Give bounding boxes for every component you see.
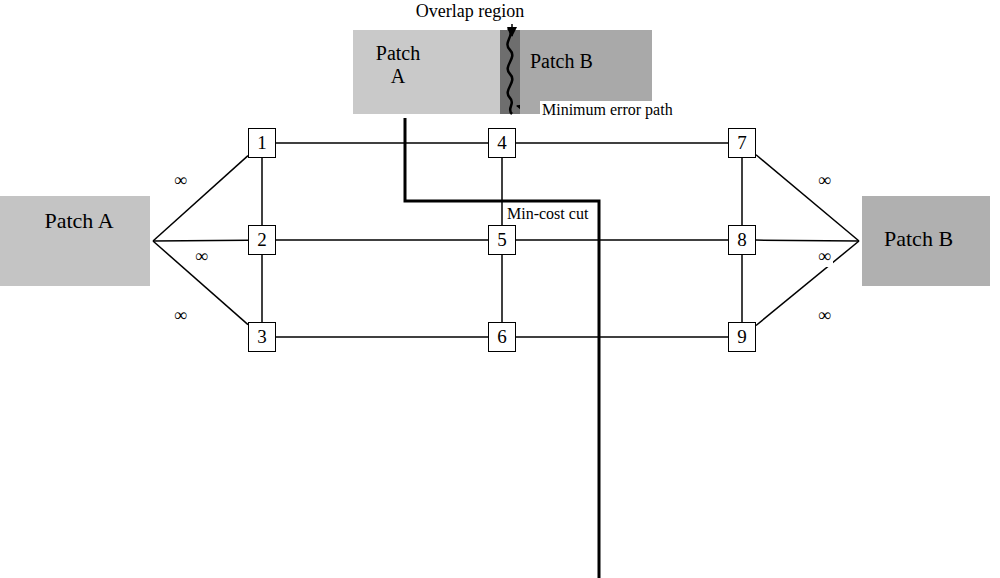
graph-edge <box>276 336 488 338</box>
patch-region: Patch A <box>353 30 500 114</box>
patch-node: Patch A <box>0 196 150 286</box>
edge-weight: ∞ <box>816 246 833 267</box>
graph-edge <box>153 241 248 325</box>
minimum-error-path <box>507 28 512 114</box>
graph-edge <box>153 156 248 241</box>
graph-edge <box>516 142 728 144</box>
graph-node: 9 <box>728 322 756 352</box>
graph-edge <box>153 239 248 241</box>
node-number: 6 <box>497 326 507 348</box>
graph-node: 7 <box>728 128 756 158</box>
node-number: 4 <box>497 132 507 154</box>
graph-edge <box>276 239 488 241</box>
edge-weight: ∞ <box>172 170 189 191</box>
node-number: 5 <box>497 229 507 251</box>
edge-weight: ∞ <box>816 305 833 326</box>
patch-node: Patch B <box>862 196 990 286</box>
graph-edge <box>756 155 859 241</box>
graph-node: 3 <box>248 322 276 352</box>
leader-arrow <box>511 24 513 36</box>
edge-weight: ∞ <box>816 170 833 191</box>
node-number: 7 <box>737 132 747 154</box>
edge-weight: ∞ <box>172 305 189 326</box>
graph-node: 2 <box>248 225 276 255</box>
node-number: 8 <box>737 229 747 251</box>
graph-node: 8 <box>728 225 756 255</box>
graph-edge <box>741 158 743 225</box>
edge-weight: ∞ <box>193 246 210 267</box>
graph-edge <box>756 241 859 326</box>
callout-label: Overlap region <box>414 1 526 22</box>
graph-edge <box>501 158 503 225</box>
graph-node: 1 <box>248 128 276 158</box>
graph-edge <box>741 255 743 322</box>
patch-label: Patch B <box>884 226 953 251</box>
graph-node: 4 <box>488 128 516 158</box>
graph-node: 6 <box>488 322 516 352</box>
graph-edge <box>501 255 503 322</box>
graph-edge <box>261 255 263 322</box>
graph-edge <box>516 239 728 241</box>
graph-edge <box>276 142 488 144</box>
node-number: 3 <box>257 326 267 348</box>
cut-label: Min-cost cut <box>505 205 590 223</box>
callout-label: Minimum error path <box>540 101 675 119</box>
graph-edge <box>261 158 263 225</box>
graph-edge <box>756 239 859 241</box>
min-cost-cut-line <box>405 118 599 578</box>
overlap-strip <box>500 30 520 114</box>
patch-label: Patch A <box>40 208 118 233</box>
node-number: 9 <box>737 326 747 348</box>
node-number: 2 <box>257 229 267 251</box>
patch-label: Patch A <box>367 42 429 88</box>
graph-node: 5 <box>488 225 516 255</box>
graph-edge <box>516 336 728 338</box>
patch-label: Patch B <box>530 50 593 73</box>
node-number: 1 <box>257 132 267 154</box>
